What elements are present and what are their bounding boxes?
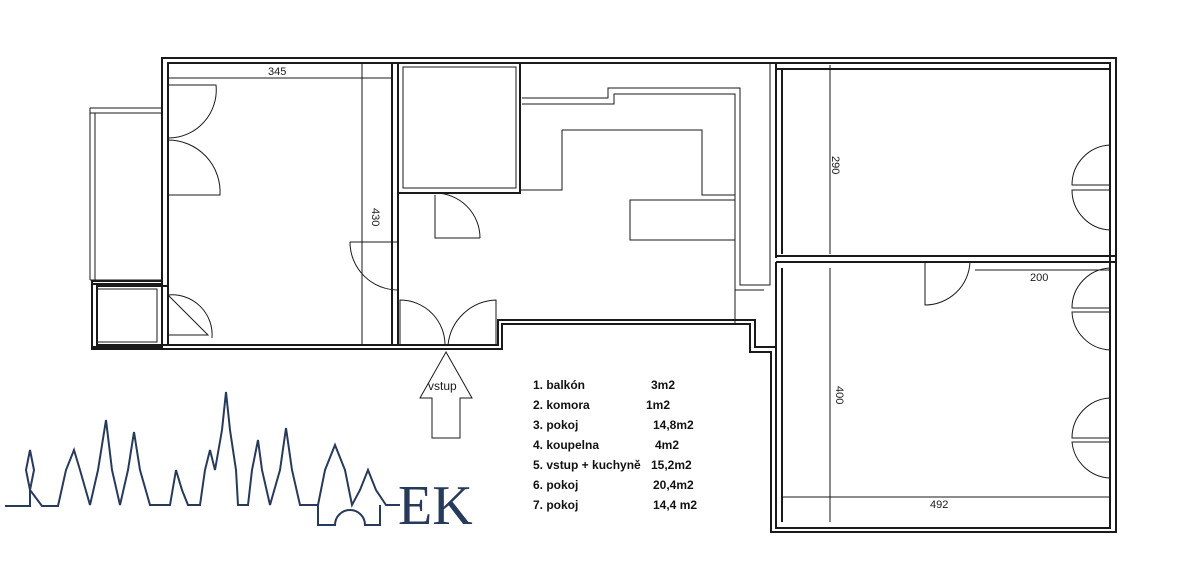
legend-area: 1m2	[646, 398, 671, 412]
room-3	[161, 63, 399, 345]
dim-label-430: 430	[369, 208, 381, 226]
exterior-walls	[91, 57, 1117, 533]
legend-row: 5. vstup + kuchyně 15,2m2	[533, 458, 733, 478]
legend-label: 7. pokoj	[533, 498, 579, 512]
dim-label-345: 345	[268, 66, 286, 78]
ek-logo	[5, 391, 400, 526]
legend-area: 14,4 m2	[653, 498, 698, 512]
room-4	[397, 62, 521, 239]
legend-row: 3. pokoj 14,8m2	[533, 418, 733, 438]
legend-area: 14,8m2	[653, 418, 694, 432]
room3-door	[349, 241, 399, 291]
dim-label-492: 492	[930, 499, 948, 511]
balcony-door	[167, 84, 221, 339]
legend-area: 3m2	[651, 378, 676, 392]
legend-row: 4. koupelna 4m2	[533, 438, 733, 458]
room-7	[775, 262, 1111, 528]
room-5	[399, 63, 771, 346]
closet	[91, 283, 163, 348]
room-legend: 1. balkón 3m2 2. komora 1m2 3. pokoj 14,…	[533, 378, 733, 518]
dim-label-290: 290	[829, 156, 841, 174]
legend-area: 15,2m2	[651, 458, 692, 472]
legend-label: 5. vstup + kuchyně	[533, 458, 641, 472]
legend-label: 2. komora	[533, 398, 590, 412]
legend-row: 7. pokoj 14,4 m2	[533, 498, 733, 518]
entrance-arrow: vstup	[419, 350, 473, 439]
room-6	[775, 62, 1116, 306]
dim-label-400: 400	[833, 386, 845, 404]
legend-area: 20,4m2	[653, 478, 694, 492]
dim-label-200: 200	[1030, 272, 1048, 284]
legend-row: 6. pokoj 20,4m2	[533, 478, 733, 498]
legend-label: 3. pokoj	[533, 418, 579, 432]
logo-ek-text: EK	[398, 475, 473, 537]
dimension-lines	[168, 63, 1110, 522]
skyline-icon	[5, 391, 400, 508]
legend-area: 4m2	[655, 438, 680, 452]
balcony	[89, 107, 162, 281]
entrance-label: vstup	[428, 379, 457, 393]
legend-label: 6. pokoj	[533, 478, 579, 492]
dimension-labels: 345 430 290 200 400 492	[268, 66, 1048, 511]
legend-row: 2. komora 1m2	[533, 398, 733, 418]
legend-label: 1. balkón	[533, 378, 586, 392]
legend-row: 1. balkón 3m2	[533, 378, 733, 398]
legend-label: 4. koupelna	[533, 438, 600, 452]
